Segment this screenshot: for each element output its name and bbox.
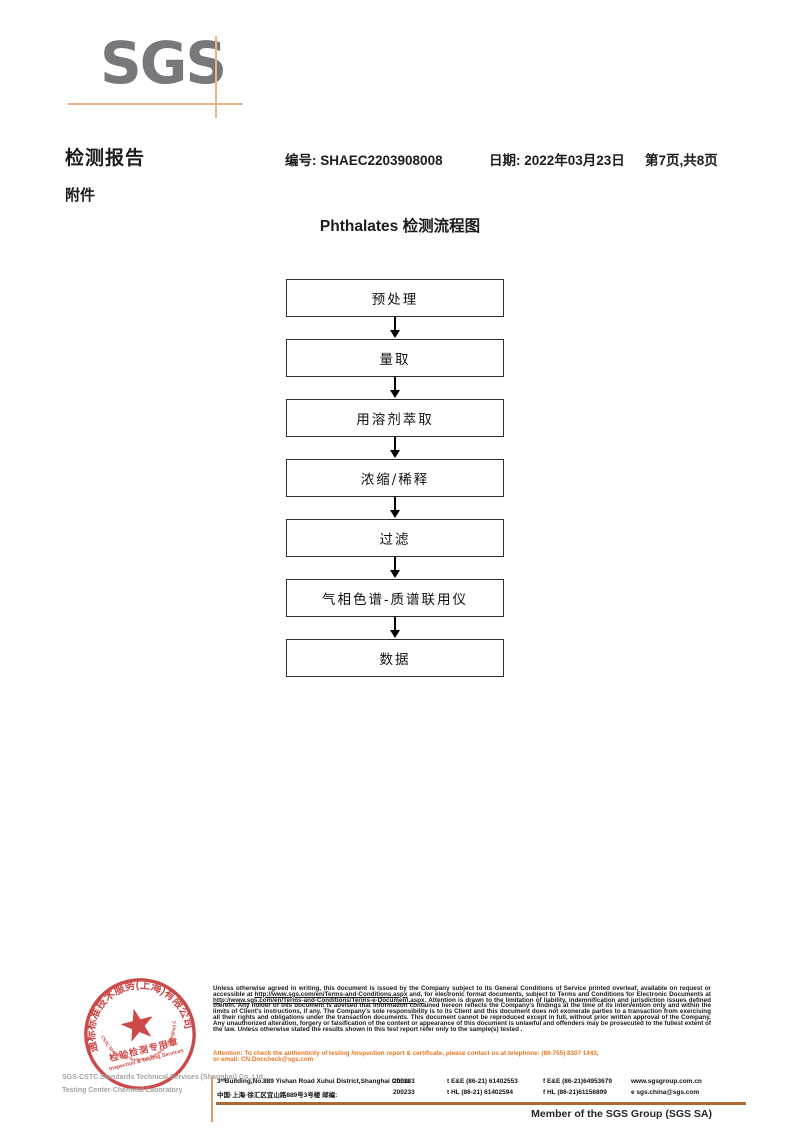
- report-number: 编号: SHAEC2203908008: [285, 153, 443, 168]
- footer-divider-line: [216, 1102, 746, 1105]
- flow-step-4: 浓缩/稀释: [286, 459, 504, 497]
- arrow-down-icon: [390, 617, 400, 639]
- logo-vertical-line: [215, 36, 217, 118]
- address-row-1: 3ʳᵈBuilding,No.889 Yishan Road Xuhui Dis…: [217, 1078, 711, 1085]
- address-cell: 中国·上海·徐汇区宜山路889号3号楼 邮编:: [217, 1092, 338, 1099]
- flow-step-1: 预处理: [286, 279, 504, 317]
- address-row-2: 中国·上海·徐汇区宜山路889号3号楼 邮编: 200233 t HL (86-21…: [217, 1089, 711, 1099]
- flow-step-3: 用溶剂萃取: [286, 399, 504, 437]
- address-cell: f E&E (86-21)64953679: [543, 1078, 613, 1085]
- flow-step-7: 数据: [286, 639, 504, 677]
- disclaimer-text: Unless otherwise agreed in writing, this…: [213, 985, 711, 1033]
- attachment-label: 附件: [65, 187, 96, 204]
- page-indicator: 第7页,共8页: [645, 153, 718, 168]
- report-date: 日期: 2022年03月23日: [489, 153, 625, 168]
- address-cell: e sgs.china@sgs.com: [631, 1089, 700, 1096]
- flow-step-6: 气相色谱-质谱联用仪: [286, 579, 504, 617]
- arrow-down-icon: [390, 497, 400, 519]
- arrow-down-icon: [390, 557, 400, 579]
- stamp-ring: [84, 978, 196, 1090]
- address-accent-line: [211, 1076, 213, 1122]
- arrow-down-icon: [390, 377, 400, 399]
- attention-note: Attention: To check the authenticity of …: [213, 1050, 599, 1064]
- flowchart-title: Phthalates 检测流程图: [319, 218, 481, 235]
- sgs-logo: SGS: [100, 29, 227, 97]
- lab-company-line2: Testing Center-Chemical Laboratory: [62, 1087, 183, 1094]
- address-cell: t HL (86-21) 61402594: [447, 1089, 514, 1096]
- logo-horizontal-line: [68, 103, 243, 105]
- address-cell: 200233: [393, 1078, 415, 1085]
- address-cell: 3ʳᵈBuilding,No.889 Yishan Road Xuhui Dis…: [217, 1078, 410, 1085]
- address-cell: www.sgsgroup.com.cn: [631, 1078, 702, 1085]
- address-cell: f HL (86-21)61156899: [543, 1089, 607, 1096]
- report-title: 检测报告: [65, 148, 146, 169]
- arrow-down-icon: [390, 317, 400, 339]
- address-cell: t E&E (86-21) 61402553: [447, 1078, 518, 1085]
- address-block: 3ʳᵈBuilding,No.889 Yishan Road Xuhui Dis…: [217, 1078, 711, 1103]
- address-cell: 200233: [393, 1089, 415, 1096]
- arrow-down-icon: [390, 437, 400, 459]
- flow-step-5: 过滤: [286, 519, 504, 557]
- sgs-group-member-label: Member of the SGS Group (SGS SA): [531, 1108, 712, 1120]
- lab-company-name: SGS-CSTC Standards Technical Services (S…: [62, 1071, 265, 1097]
- flowchart-steps: 预处理量取用溶剂萃取浓缩/稀释过滤气相色谱-质谱联用仪数据: [286, 279, 504, 677]
- star-icon: [120, 1008, 153, 1042]
- lab-company-line1: SGS-CSTC Standards Technical Services (S…: [62, 1074, 265, 1081]
- inspection-stamp-seal: 通标标准技术服务(上海)有限公司 SGS-CSTC Standards Tech…: [70, 964, 196, 1090]
- flow-step-2: 量取: [286, 339, 504, 377]
